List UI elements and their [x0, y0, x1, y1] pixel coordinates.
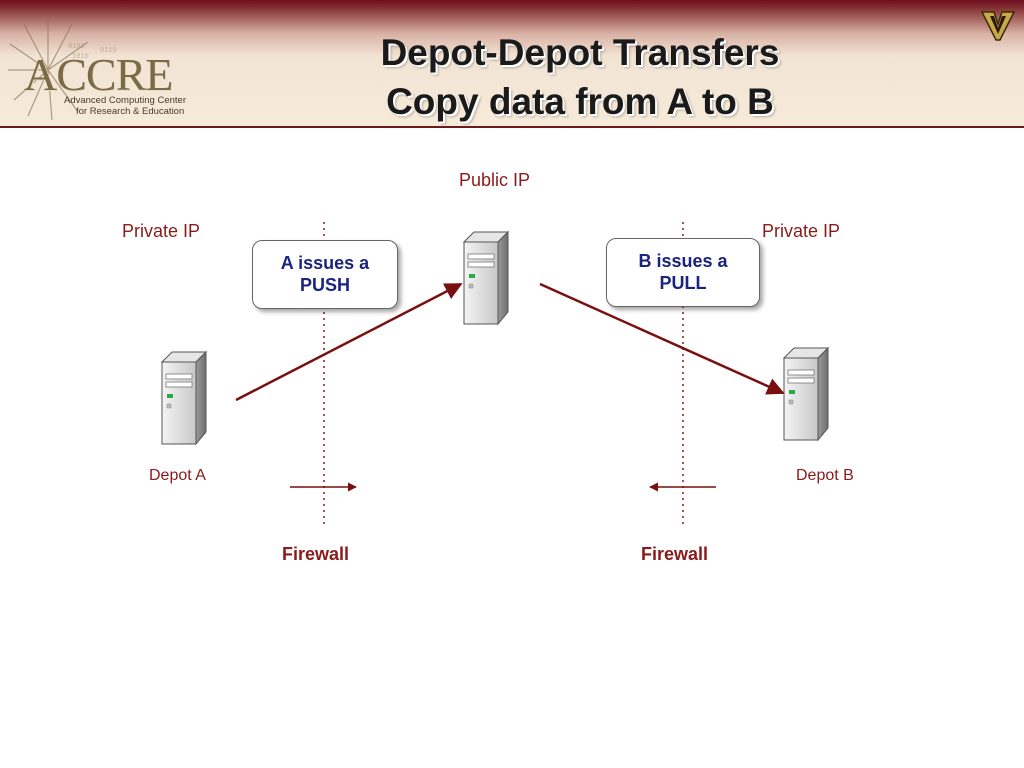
- push-arrow: [235, 282, 463, 402]
- logo-sunburst-icon: 0101 1010 0110: [8, 16, 117, 121]
- pull-callout-line2: PULL: [659, 273, 707, 293]
- firewall-left-label: Firewall: [282, 544, 350, 564]
- title-line-1: Depot-Depot Transfers: [380, 32, 780, 73]
- push-callout-line1: A issues a: [280, 253, 370, 273]
- pull-callout-line1: B issues a: [638, 251, 728, 271]
- vanderbilt-v-icon: [980, 11, 1016, 41]
- depot-a-label: Depot A: [149, 467, 206, 484]
- title-line-2: Copy data from A to B: [386, 81, 774, 122]
- pull-callout: B issues a PULL: [606, 238, 760, 307]
- push-callout-line2: PUSH: [299, 275, 350, 295]
- private-ip-right-label: Private IP: [762, 221, 841, 241]
- page-title: Depot-Depot Transfers Copy data from A t…: [250, 28, 910, 126]
- private-ip-left-label: Private IP: [122, 221, 201, 241]
- svg-text:0101: 0101: [68, 43, 85, 51]
- depot-b-label: Depot B: [796, 467, 854, 484]
- public-server-icon: [463, 231, 509, 325]
- logo-subtitle-line1: Advanced Computing Center: [64, 95, 186, 106]
- pull-arrow: [539, 282, 785, 395]
- logo-wordmark: ACCRE: [24, 49, 173, 100]
- accre-logo: 0101 1010 0110 ACCRE Advanced Computing …: [8, 8, 208, 122]
- svg-text:1010: 1010: [72, 53, 89, 61]
- public-ip-label: Public IP: [459, 170, 531, 190]
- firewall-right-label: Firewall: [641, 544, 709, 564]
- depot-a-server-icon: [161, 351, 207, 445]
- depot-b-server-icon: [783, 347, 829, 441]
- push-callout: A issues a PUSH: [252, 240, 398, 309]
- header-banner: 0101 1010 0110 ACCRE Advanced Computing …: [0, 0, 1024, 128]
- logo-subtitle-line2: for Research & Education: [76, 106, 185, 117]
- svg-text:0110: 0110: [100, 47, 117, 55]
